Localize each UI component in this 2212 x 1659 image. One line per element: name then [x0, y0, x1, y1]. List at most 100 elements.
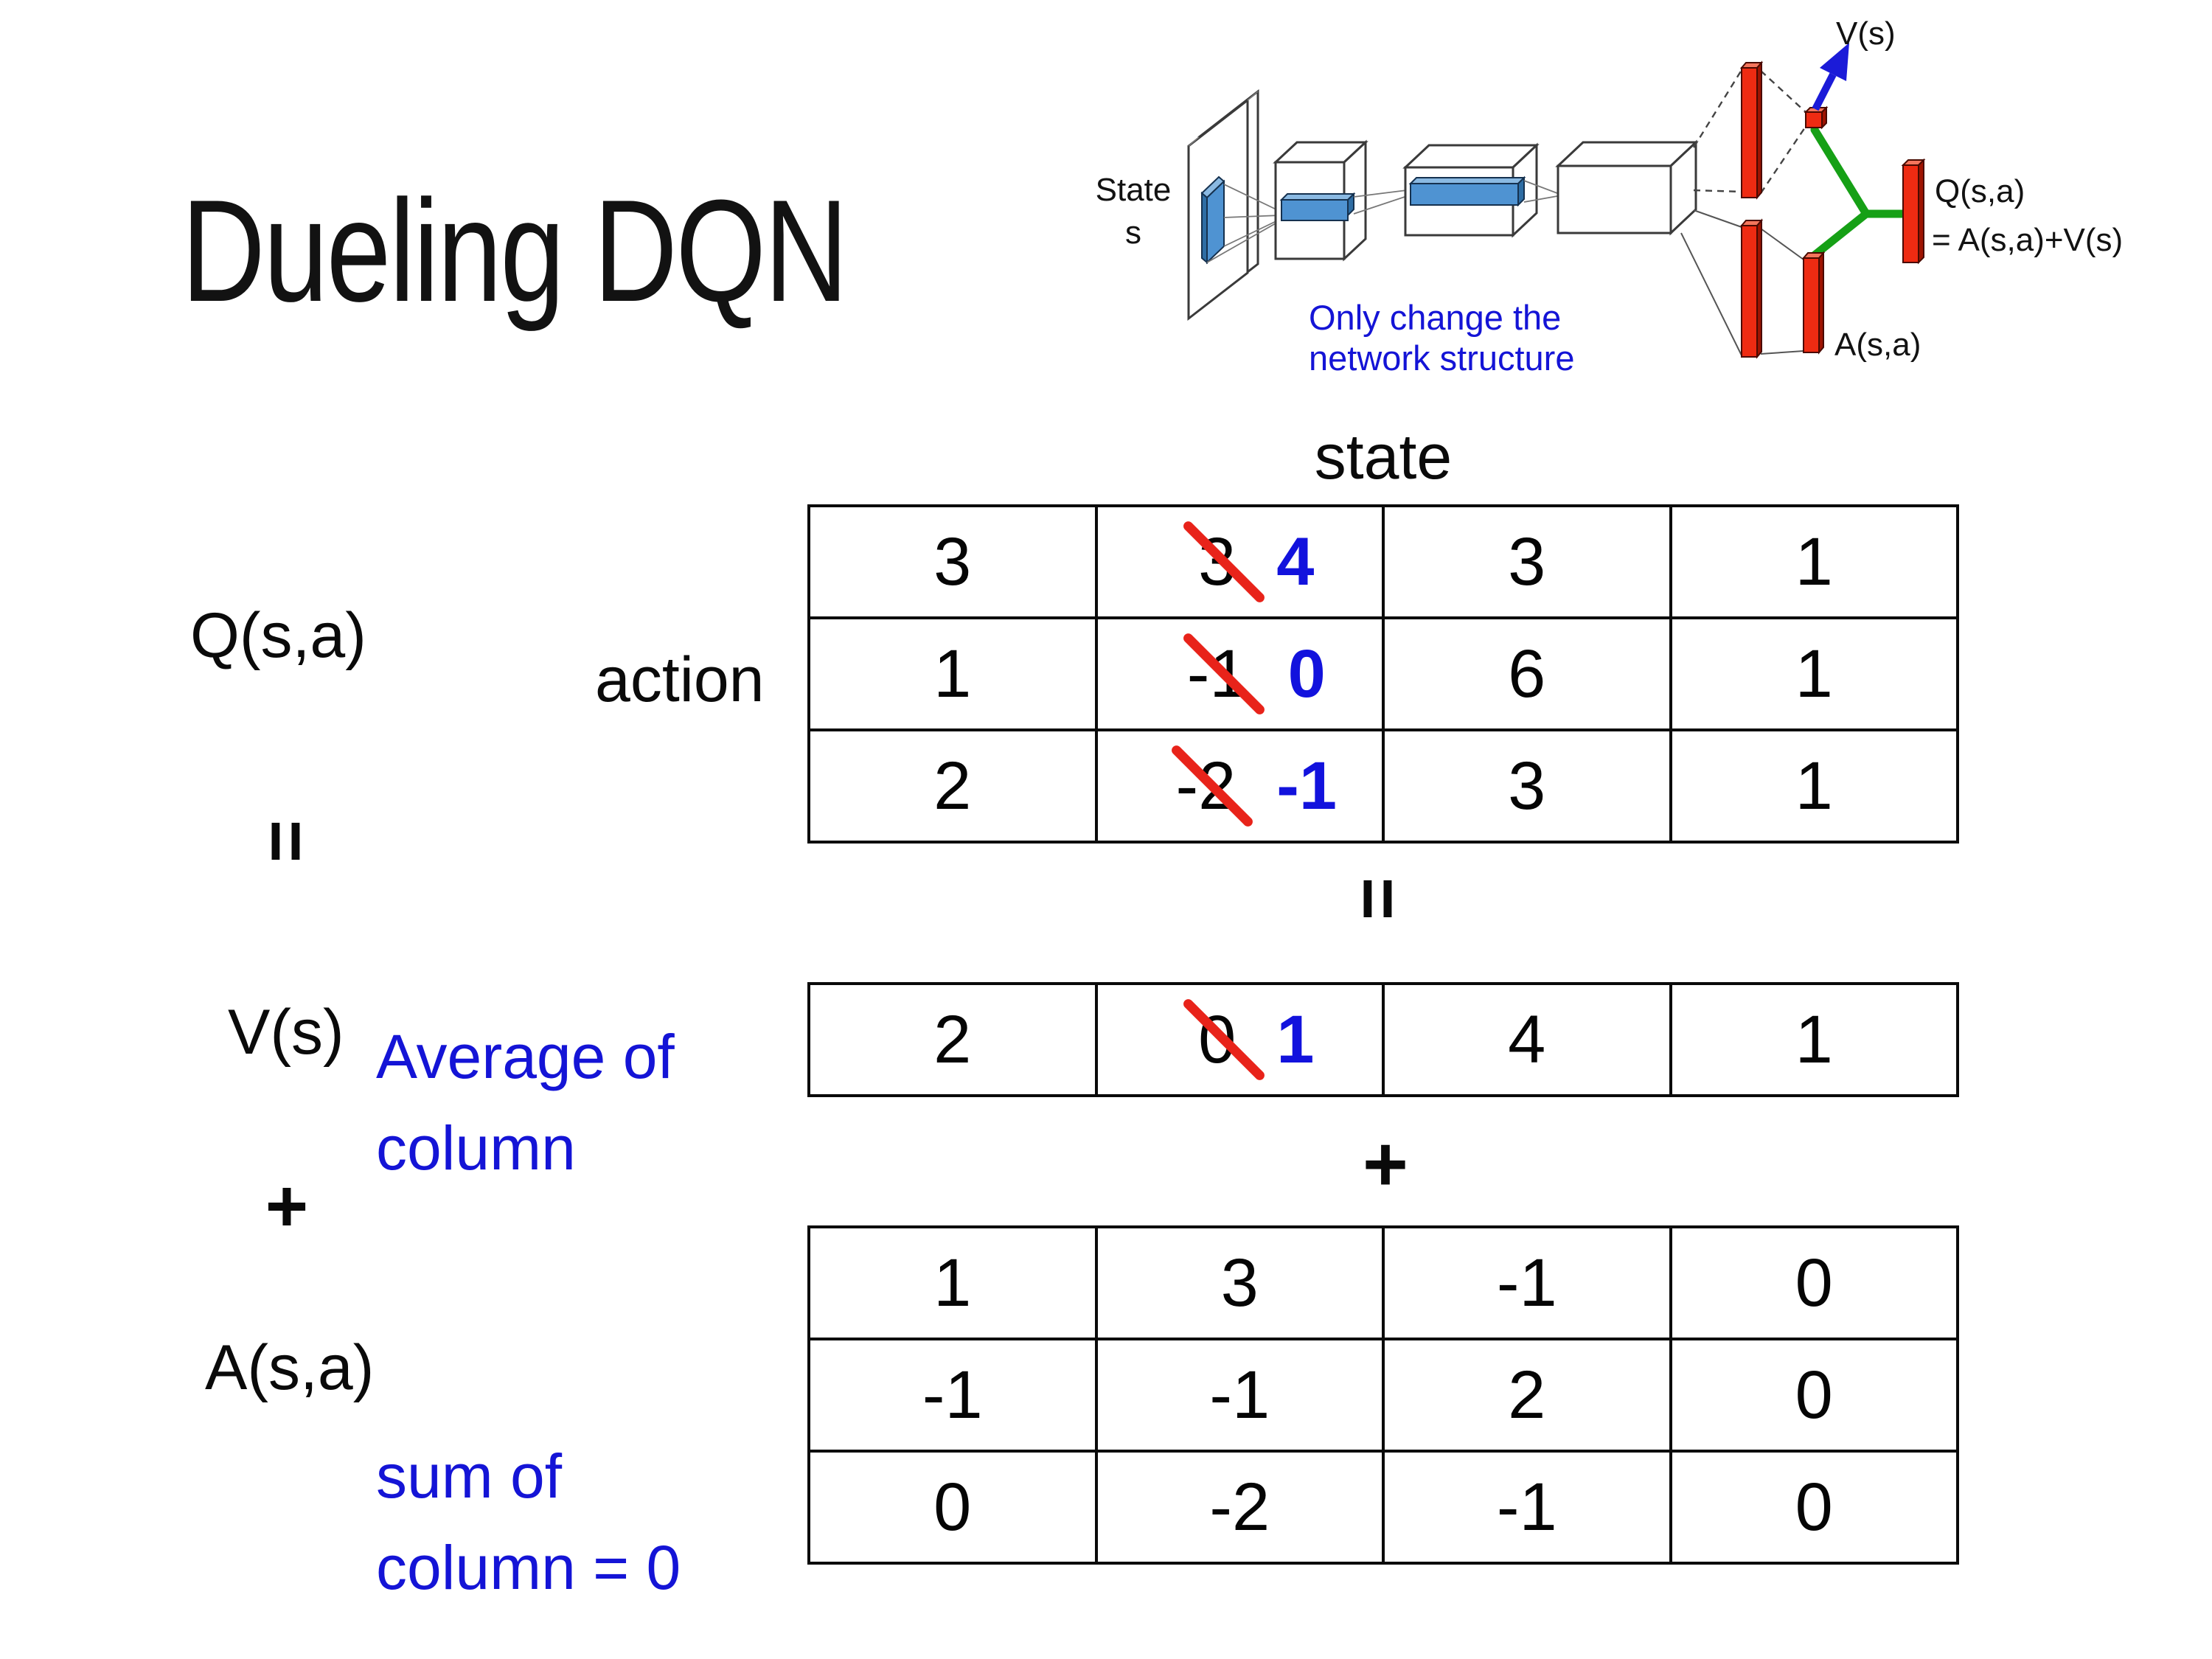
new-value: 4 [1276, 524, 1315, 599]
q-output-side [1918, 158, 1924, 265]
cell-value: 1 [933, 636, 972, 712]
diagram-q-label: Q(s,a) [1935, 173, 2025, 209]
a-cell: 0 [1672, 1453, 1956, 1562]
value-stream-bar [1741, 67, 1758, 198]
feature-bar2-top [1408, 177, 1526, 184]
a-matrix-label: A(s,a) [205, 1332, 375, 1403]
a-cell: 2 [1385, 1340, 1669, 1450]
fan-line [1760, 228, 1804, 260]
action-axis-label: action [595, 644, 765, 715]
feature-bar2-front [1410, 183, 1519, 206]
fan-line [1760, 350, 1804, 355]
v-cell: 1 [1672, 985, 1956, 1094]
merge-line-value [1810, 125, 1910, 218]
sum-of-column-note: sum of column = 0 [376, 1430, 681, 1613]
plus-sign-center: + [1363, 1121, 1408, 1208]
q-cell: 6 [1385, 619, 1669, 728]
a-cell: -1 [810, 1340, 1095, 1450]
new-value: 1 [1276, 1001, 1315, 1077]
cell-value: -2 [1209, 1469, 1270, 1545]
cell-value: 1 [1795, 1001, 1833, 1077]
v-matrix-label: V(s) [228, 997, 344, 1068]
cell-value: 0 [1795, 1245, 1833, 1321]
q-matrix-label: Q(s,a) [190, 600, 366, 671]
cell-value: 6 [1508, 636, 1546, 712]
cell-value: 0 [1795, 1469, 1833, 1545]
fan-line [1223, 184, 1281, 212]
dashed-fan-line [1693, 189, 1742, 193]
v-cell: 4 [1385, 985, 1669, 1094]
cell-value: 2 [933, 748, 972, 824]
cell-value: 2 [933, 1001, 972, 1077]
fc-box-front [1557, 164, 1672, 234]
plane-edge [1247, 91, 1259, 101]
cell-value: 0 [933, 1469, 972, 1545]
fan-line [1206, 220, 1281, 263]
fan-line [1680, 232, 1742, 356]
a-cell: -1 [1385, 1228, 1669, 1338]
cell-value: 3 [933, 524, 972, 599]
cell-value: 1 [933, 1245, 972, 1321]
v-arrow-shaft [1812, 72, 1837, 111]
a-cell: -1 [1385, 1453, 1669, 1562]
a-vector-bar [1803, 257, 1820, 353]
cell-value: -1 [1209, 1357, 1270, 1433]
diagram-state-s: s [1125, 215, 1141, 251]
v-cell: 2 [810, 985, 1095, 1094]
advantage-stream-bar [1741, 225, 1758, 358]
fan-line [1353, 189, 1408, 198]
fan-line [1523, 180, 1558, 194]
old-value: -2 [1169, 743, 1255, 829]
cell-value: 3 [1508, 524, 1546, 599]
a-cell: 0 [1672, 1340, 1956, 1450]
average-of-column-note: Average of column [376, 1011, 675, 1194]
conv-filter-side [1201, 191, 1208, 265]
a-value-table: 1 3 -1 0 -1 -1 2 0 0 -2 -1 0 [807, 1225, 1959, 1565]
new-value: -1 [1276, 748, 1338, 824]
diagram-note-line1: Only change the [1309, 298, 1561, 337]
cell-value: 1 [1795, 748, 1833, 824]
note-line: column = 0 [376, 1533, 681, 1602]
note-line: sum of [376, 1441, 563, 1511]
diagram-state-label: State [1096, 172, 1172, 208]
cell-value: -1 [922, 1357, 983, 1433]
feature-bar1-front [1281, 199, 1349, 221]
equals-sign-center: = [1337, 877, 1419, 921]
a-cell: -2 [1097, 1453, 1382, 1562]
cell-value: 3 [1220, 1245, 1259, 1321]
fan-line [1693, 209, 1742, 228]
equals-sign-left: = [245, 819, 327, 863]
plane-edge [1188, 136, 1200, 147]
fan-line [1353, 195, 1408, 215]
q-cell: 1 [1672, 619, 1956, 728]
v-scalar-node [1805, 111, 1823, 128]
fan-line [1223, 215, 1281, 218]
q-cell: 1 [1672, 507, 1956, 616]
cell-value: 1 [1795, 524, 1833, 599]
old-value: 3 [1181, 519, 1267, 605]
diagram-a-label: A(s,a) [1834, 327, 1921, 363]
diagram-note-line2: network structure [1309, 338, 1574, 378]
plus-sign-left: + [265, 1165, 309, 1248]
diagram-v-label: V(s) [1836, 15, 1896, 52]
fan-line [1223, 218, 1281, 247]
feature-bar1-top [1279, 193, 1356, 201]
note-line: Average of [376, 1022, 675, 1091]
a-cell: 1 [810, 1228, 1095, 1338]
note-line: column [376, 1113, 576, 1183]
feature-bar2-side [1517, 175, 1525, 207]
cell-value: -1 [1496, 1245, 1557, 1321]
cell-value: 1 [1795, 636, 1833, 712]
v-arrow-head [1820, 43, 1849, 81]
cell-value: 2 [1508, 1357, 1546, 1433]
q-cell: 3 [810, 507, 1095, 616]
q-cell: 1 [1672, 731, 1956, 841]
q-cell-updated: -2 -1 [1097, 731, 1382, 841]
cell-value: 0 [1795, 1357, 1833, 1433]
a-cell: 0 [810, 1453, 1095, 1562]
